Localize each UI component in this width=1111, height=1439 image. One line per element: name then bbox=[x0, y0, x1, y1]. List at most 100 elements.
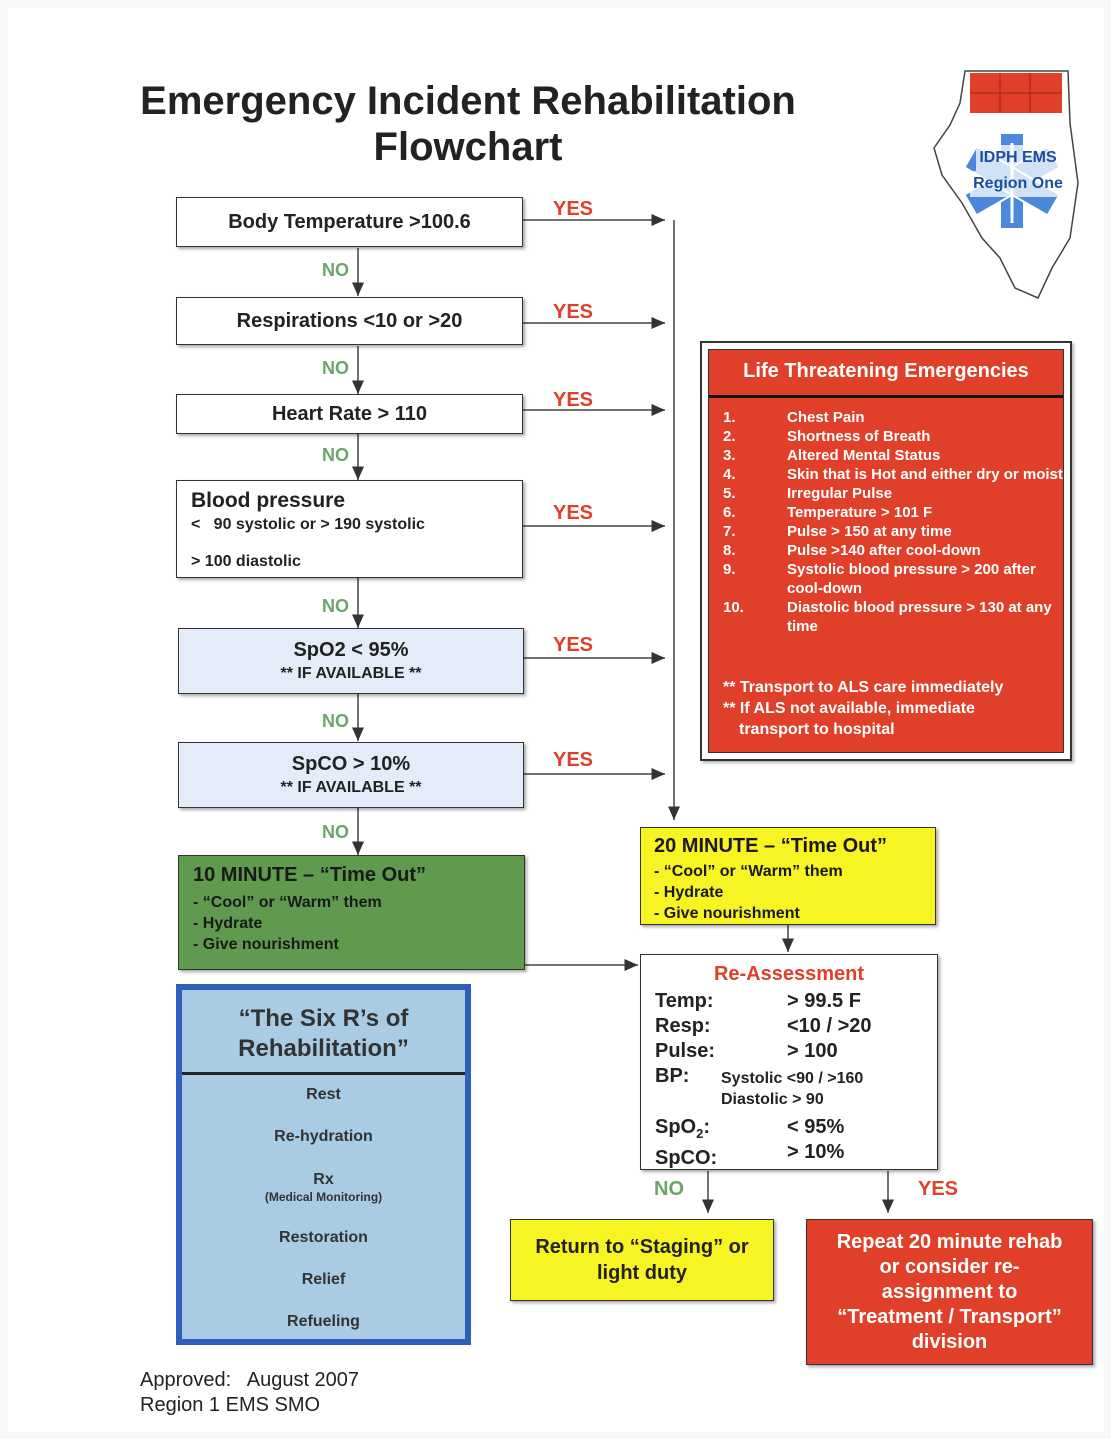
heart-rate-box: Heart Rate > 110 bbox=[176, 394, 523, 434]
no-label-6: NO bbox=[322, 822, 349, 842]
ten-minute-item: - Hydrate bbox=[193, 915, 263, 932]
no-label-4: NO bbox=[322, 596, 349, 616]
six-rs-box: “The Six R’s of Rehabilitation” Rest Re-… bbox=[176, 984, 471, 1345]
no-label-reassess: NO bbox=[654, 1178, 684, 1200]
yes-label-6: YES bbox=[553, 749, 594, 771]
yes-label-2: YES bbox=[553, 301, 594, 323]
twenty-minute-timeout-box: 20 MINUTE – “Time Out” - “Cool” or “Warm… bbox=[640, 827, 936, 925]
list-item: 5.Irregular Pulse bbox=[723, 485, 893, 502]
six-rs-item: Refueling bbox=[287, 1313, 360, 1330]
no-label-1: NO bbox=[322, 260, 349, 280]
ten-minute-item: - “Cool” or “Warm” them bbox=[193, 894, 382, 911]
six-rs-item: Relief bbox=[301, 1271, 346, 1288]
twenty-minute-item: - “Cool” or “Warm” them bbox=[654, 863, 843, 880]
blood-pressure-title: Blood pressure bbox=[191, 489, 346, 512]
respirations-box: Respirations <10 or >20 bbox=[176, 297, 523, 345]
no-label-5: NO bbox=[322, 711, 349, 731]
pulse-value: > 100 bbox=[787, 1040, 838, 1062]
spco-box: SpCO > 10% ** IF AVAILABLE ** bbox=[178, 742, 524, 808]
yes-label-4: YES bbox=[553, 502, 594, 524]
blood-pressure-diastolic: > 100 diastolic bbox=[191, 553, 301, 570]
approved-by: Region 1 EMS SMO bbox=[140, 1394, 321, 1416]
list-item: 9.Systolic blood pressure > 200 after co… bbox=[723, 561, 1036, 597]
list-item: 10.Diastolic blood pressure > 130 at any… bbox=[723, 599, 1052, 635]
life-threatening-title: Life Threatening Emergencies bbox=[743, 360, 1029, 382]
repeat-line-2: or consider re- bbox=[879, 1255, 1020, 1278]
twenty-minute-item: - Give nourishment bbox=[654, 905, 800, 922]
title-line-2: Flowchart bbox=[373, 125, 563, 169]
yes-label-1: YES bbox=[553, 198, 594, 220]
resp-label: Resp: bbox=[655, 1015, 711, 1037]
spo2-note: ** IF AVAILABLE ** bbox=[280, 665, 422, 682]
list-item: 2.Shortness of Breath bbox=[723, 428, 931, 445]
approved-date: Approved: August 2007 bbox=[140, 1369, 360, 1391]
respirations-label: Respirations <10 or >20 bbox=[236, 309, 463, 332]
six-rs-divider bbox=[182, 1072, 465, 1075]
page-title: Emergency Incident Rehabilitation Flowch… bbox=[128, 78, 808, 170]
yes-label-5: YES bbox=[553, 634, 594, 656]
spco-reassess-label: SpCO: bbox=[655, 1147, 718, 1169]
six-rs-item: Rest bbox=[306, 1086, 341, 1103]
reassessment-title: Re-Assessment bbox=[713, 963, 865, 985]
no-label-3: NO bbox=[322, 445, 349, 465]
body-temperature-box: Body Temperature >100.6 bbox=[176, 197, 523, 247]
blood-pressure-box: Blood pressure < 90 systolic or > 190 sy… bbox=[176, 480, 523, 578]
six-rs-rx-note: (Medical Monitoring) bbox=[264, 1190, 383, 1204]
reassessment-box: Re-Assessment Temp: Resp: Pulse: BP: > 9… bbox=[640, 954, 938, 1170]
repeat-line-3: assignment to bbox=[881, 1280, 1018, 1303]
flow-connectors bbox=[352, 214, 894, 1213]
transport-note-1: ** Transport to ALS care immediately bbox=[723, 679, 1004, 696]
transport-note-2: ** If ALS not available, immediate bbox=[723, 700, 975, 717]
spco-label: SpCO > 10% bbox=[291, 753, 411, 775]
twenty-minute-item: - Hydrate bbox=[654, 884, 724, 901]
yes-label-3: YES bbox=[553, 389, 594, 411]
return-to-staging-box: Return to “Staging” or light duty bbox=[510, 1219, 774, 1301]
repeat-line-5: division bbox=[911, 1330, 988, 1353]
return-line-1: Return to “Staging” or bbox=[535, 1236, 749, 1258]
list-item: 6.Temperature > 101 F bbox=[723, 504, 933, 521]
footer: Approved: August 2007 Region 1 EMS SMO bbox=[140, 1368, 359, 1418]
spo2-box: SpO2 < 95% ** IF AVAILABLE ** bbox=[178, 628, 524, 694]
repeat-line-4: “Treatment / Transport” bbox=[837, 1305, 1062, 1328]
list-item: 1.Chest Pain bbox=[723, 409, 865, 426]
six-rs-item: Rx bbox=[313, 1171, 334, 1188]
six-rs-title-2: Rehabilitation” bbox=[238, 1035, 409, 1062]
repeat-line-1: Repeat 20 minute rehab bbox=[836, 1230, 1063, 1253]
six-rs-item: Restoration bbox=[279, 1229, 368, 1246]
bp-systolic-value: Systolic <90 / >160 bbox=[721, 1070, 864, 1087]
six-rs-item: Re-hydration bbox=[274, 1128, 373, 1145]
six-rs-title-1: “The Six R’s of bbox=[238, 1005, 409, 1032]
idph-logo: IDPH EMS Region One bbox=[920, 63, 1085, 308]
resp-value: <10 / >20 bbox=[787, 1015, 872, 1037]
temp-value: > 99.5 F bbox=[787, 990, 861, 1012]
list-item: 8.Pulse >140 after cool-down bbox=[723, 542, 981, 559]
heart-rate-label: Heart Rate > 110 bbox=[271, 402, 428, 425]
page: Emergency Incident Rehabilitation Flowch… bbox=[8, 8, 1104, 1432]
body-temperature-label: Body Temperature >100.6 bbox=[228, 210, 471, 233]
logo-line-2: Region One bbox=[970, 171, 1066, 197]
ten-minute-timeout-box: 10 MINUTE – “Time Out” - “Cool” or “Warm… bbox=[178, 855, 525, 970]
spco-note: ** IF AVAILABLE ** bbox=[280, 779, 422, 796]
blood-pressure-systolic: < 90 systolic or > 190 systolic bbox=[191, 516, 425, 533]
bp-diastolic-value: Diastolic > 90 bbox=[721, 1091, 824, 1108]
list-item: 4.Skin that is Hot and either dry or moi… bbox=[723, 466, 1063, 483]
life-threatening-emergencies-box: Life Threatening Emergencies 1.Chest Pai… bbox=[700, 341, 1072, 761]
life-threatening-list: 1.Chest Pain 2.Shortness of Breath 3.Alt… bbox=[723, 408, 1068, 636]
spo2-label: SpO2 < 95% bbox=[293, 639, 409, 661]
twenty-minute-title: 20 MINUTE – “Time Out” bbox=[654, 835, 888, 857]
spo2-reassess-value: < 95% bbox=[787, 1116, 845, 1138]
transport-note-3: transport to hospital bbox=[739, 721, 895, 738]
list-item: 3.Altered Mental Status bbox=[723, 447, 941, 464]
spo2-reassess-label: SpO2: bbox=[655, 1116, 711, 1141]
ten-minute-item: - Give nourishment bbox=[193, 936, 339, 953]
spco-reassess-value: > 10% bbox=[787, 1141, 845, 1163]
title-divider bbox=[709, 395, 1063, 398]
no-label-2: NO bbox=[322, 358, 349, 378]
list-item: 7.Pulse > 150 at any time bbox=[723, 523, 952, 540]
logo-line-1: IDPH EMS bbox=[976, 145, 1060, 171]
bp-label: BP: bbox=[655, 1065, 690, 1087]
yes-label-reassess: YES bbox=[918, 1178, 959, 1200]
title-line-1: Emergency Incident Rehabilitation bbox=[140, 79, 796, 123]
ten-minute-title: 10 MINUTE – “Time Out” bbox=[193, 864, 427, 886]
return-line-2: light duty bbox=[597, 1262, 687, 1284]
